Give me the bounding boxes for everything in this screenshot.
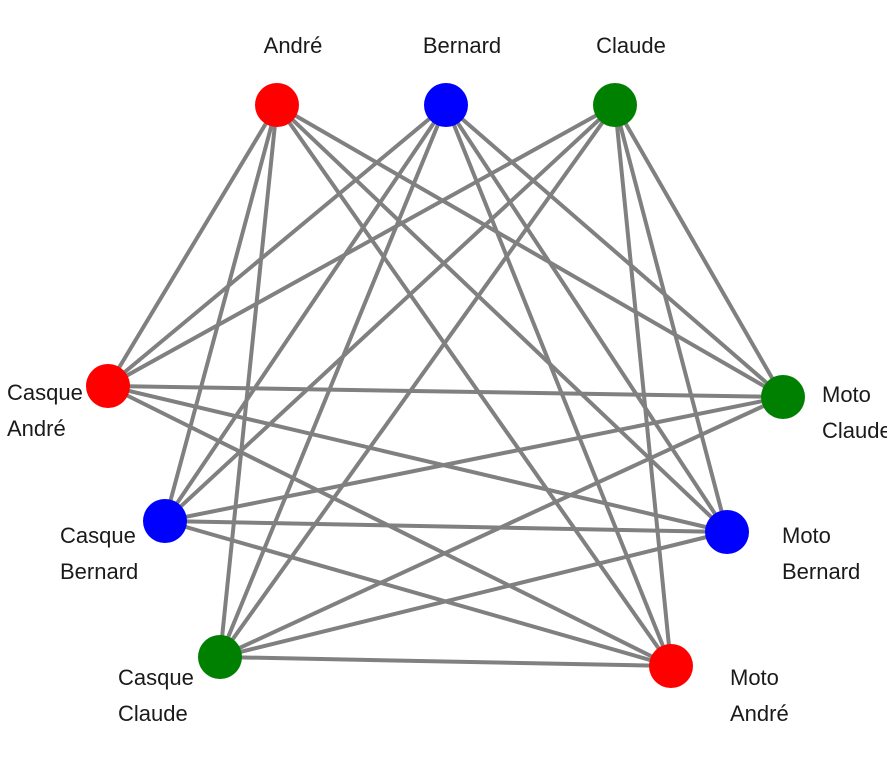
edge-casque-bernard--moto-bernard <box>163 519 729 534</box>
edges-layer <box>106 103 785 668</box>
edge-claude--moto-bernard <box>613 103 729 534</box>
edge-andre--casque-andre <box>106 103 279 388</box>
node-moto-claude <box>761 375 805 419</box>
node-label-line: Claude <box>596 33 666 58</box>
edge-claude--casque-claude <box>218 103 617 659</box>
edge-andre--moto-claude <box>275 103 785 399</box>
node-label-bernard: Bernard <box>423 33 501 58</box>
node-label-line: André <box>730 701 789 726</box>
edge-andre--casque-claude <box>218 103 279 659</box>
edge-casque-claude--moto-andre <box>218 655 673 668</box>
node-moto-andre <box>649 644 693 688</box>
node-label-line: Claude <box>822 418 887 443</box>
node-label-line: Bernard <box>60 559 138 584</box>
edge-bernard--moto-claude <box>444 103 785 399</box>
edge-bernard--moto-andre <box>444 103 673 668</box>
edge-casque-andre--moto-bernard <box>106 384 729 534</box>
node-label-line: Moto <box>730 665 779 690</box>
node-label-line: Casque <box>118 665 194 690</box>
edge-bernard--casque-bernard <box>163 103 448 523</box>
edge-casque-bernard--moto-andre <box>163 519 673 668</box>
edge-bernard--casque-andre <box>106 103 448 388</box>
node-casque-andre <box>86 364 130 408</box>
edge-claude--casque-bernard <box>163 103 617 523</box>
edge-claude--moto-claude <box>613 103 785 399</box>
node-label-line: André <box>7 416 66 441</box>
node-moto-bernard <box>705 510 749 554</box>
node-label-line: Casque <box>7 380 83 405</box>
edge-bernard--casque-claude <box>218 103 448 659</box>
edge-casque-bernard--moto-claude <box>163 395 785 523</box>
node-casque-bernard <box>143 499 187 543</box>
edge-andre--casque-bernard <box>163 103 279 523</box>
node-bernard <box>424 83 468 127</box>
node-label-line: Bernard <box>423 33 501 58</box>
edge-claude--moto-andre <box>613 103 673 668</box>
node-label-line: Bernard <box>782 559 860 584</box>
edge-casque-claude--moto-claude <box>218 395 785 659</box>
edge-casque-claude--moto-bernard <box>218 530 729 659</box>
node-andre <box>255 83 299 127</box>
edge-casque-andre--moto-claude <box>106 384 785 399</box>
edge-claude--casque-andre <box>106 103 617 388</box>
edge-bernard--moto-bernard <box>444 103 729 534</box>
node-label-line: Moto <box>822 382 871 407</box>
node-label-andre: André <box>264 33 323 58</box>
node-label-line: Casque <box>60 523 136 548</box>
node-label-line: Claude <box>118 701 188 726</box>
node-label-line: André <box>264 33 323 58</box>
node-claude <box>593 83 637 127</box>
edge-andre--moto-andre <box>275 103 673 668</box>
nodes-layer <box>86 83 805 688</box>
node-label-claude: Claude <box>596 33 666 58</box>
node-casque-claude <box>198 635 242 679</box>
node-label-line: Moto <box>782 523 831 548</box>
